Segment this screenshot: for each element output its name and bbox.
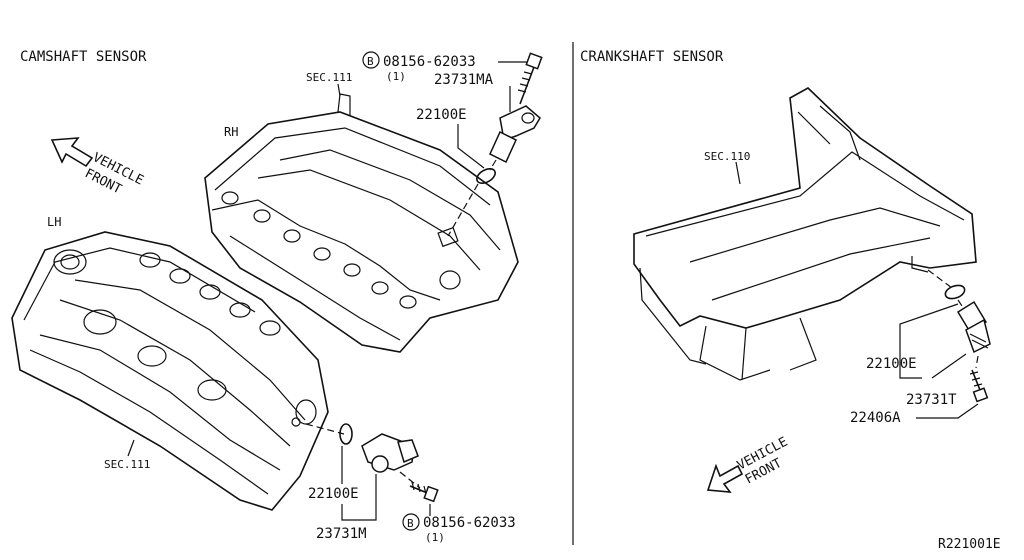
bolt-bottom-badge: B bbox=[402, 513, 420, 531]
top-sensor-axis bbox=[447, 183, 479, 237]
camshaft-sensor-lh-icon bbox=[361, 433, 419, 473]
bolt-bottom-part-number: 08156-62033 bbox=[423, 515, 516, 531]
vehicle-front-arrow-icon bbox=[50, 137, 94, 168]
rh-cylinder-head bbox=[204, 93, 519, 353]
crankshaft-sensor-title: CRANKSHAFT SENSOR bbox=[580, 49, 724, 65]
bottom-bolt-axis bbox=[399, 471, 421, 489]
part-23731m-leader bbox=[341, 474, 377, 521]
lh-cylinder-head bbox=[11, 231, 329, 511]
lh-label: LH bbox=[47, 215, 61, 229]
part-23731ma-label: 23731MA bbox=[434, 72, 494, 88]
sec-110-label: SEC.110 bbox=[704, 150, 750, 163]
sec-111-top-label: SEC.111 bbox=[306, 71, 352, 84]
oil-pan bbox=[633, 87, 977, 381]
crank-bolt-icon bbox=[969, 369, 989, 403]
part-23731m-label: 23731M bbox=[316, 526, 367, 542]
o-ring-crank-icon bbox=[944, 284, 966, 300]
sec-111-bottom-label: SEC.111 bbox=[104, 458, 150, 471]
o-ring-top-icon bbox=[476, 167, 496, 185]
bottom-sensor-axis bbox=[305, 423, 345, 435]
camshaft-sensor-rh-icon bbox=[489, 105, 541, 164]
vehicle-front-arrow-right-icon bbox=[706, 463, 744, 493]
bolt-top-icon bbox=[517, 52, 543, 105]
bolt-top-part-number: 08156-62033 bbox=[383, 54, 476, 70]
sec-111-bottom-leader bbox=[127, 439, 135, 457]
part-22100e-top-leader bbox=[457, 124, 485, 169]
part-22100e-right-label: 22100E bbox=[866, 356, 917, 372]
bolt-top-badge: B bbox=[362, 51, 380, 69]
diagram-code: R221001E bbox=[938, 537, 1001, 552]
part-22100e-bottom-label: 22100E bbox=[308, 486, 359, 502]
sec-111-top-leader bbox=[337, 83, 341, 97]
part-22100e-right-leader bbox=[899, 303, 959, 379]
crank-oring-axis bbox=[927, 269, 953, 289]
part-22406a-label: 22406A bbox=[850, 410, 901, 426]
rh-label: RH bbox=[224, 125, 238, 139]
part-22406a-leader bbox=[916, 403, 979, 419]
o-ring-bottom-icon bbox=[339, 423, 353, 445]
bolt-bottom-qty: (1) bbox=[425, 531, 445, 544]
crankshaft-sensor-icon bbox=[956, 300, 991, 354]
bolt-bottom-icon bbox=[409, 481, 439, 503]
svg-text:B: B bbox=[367, 55, 374, 68]
svg-text:B: B bbox=[407, 517, 414, 530]
part-23731t-leader bbox=[931, 353, 967, 379]
bolt-top-qty: (1) bbox=[386, 70, 406, 83]
part-22100e-top-label: 22100E bbox=[416, 107, 467, 123]
part-23731t-label: 23731T bbox=[906, 392, 957, 408]
sec-110-leader bbox=[735, 161, 741, 185]
camshaft-sensor-title: CAMSHAFT SENSOR bbox=[20, 49, 147, 65]
